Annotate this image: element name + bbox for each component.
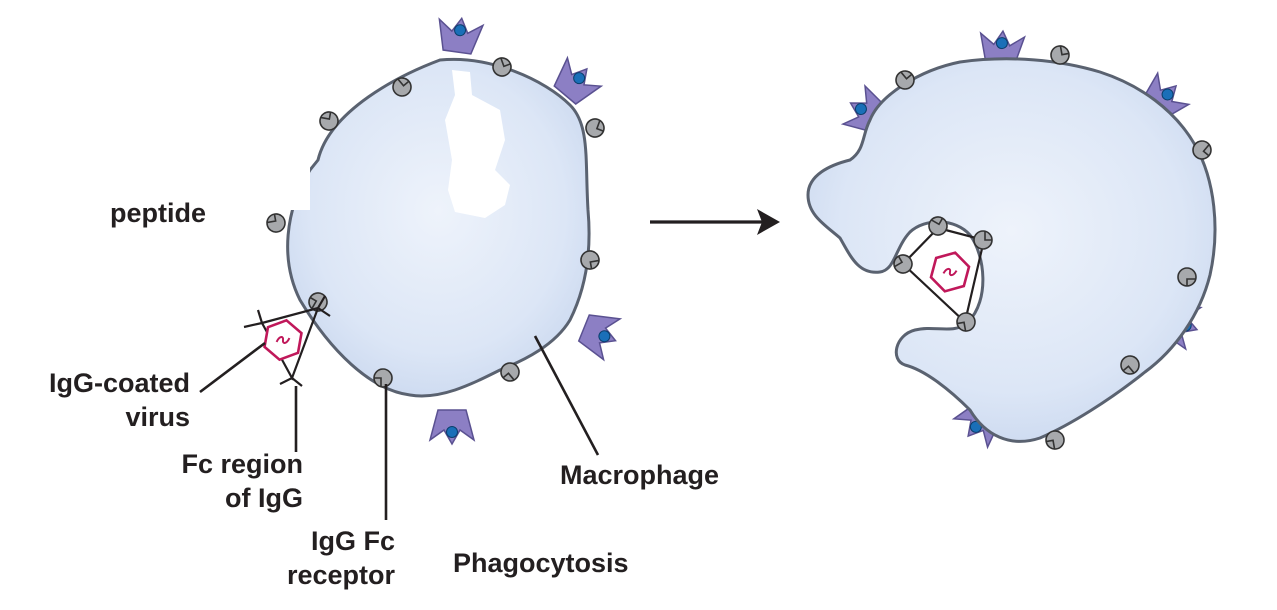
process-arrow [650, 209, 780, 235]
fc-receptor [973, 230, 993, 250]
cell-highlight [445, 70, 510, 218]
label-fc-region: Fc region of IgG [140, 447, 303, 515]
label-igg-coated-virus-line1: IgG-coated [48, 368, 190, 398]
label-fc-receptor-line1: IgG Fc [310, 526, 395, 556]
label-phagocytosis: Phagocytosis [453, 548, 629, 578]
mhc-peptide-complex [575, 306, 625, 362]
label-fc-receptor: IgG Fc receptor [245, 524, 395, 592]
label-igg-coated-virus-line2: virus [125, 402, 190, 432]
label-fc-region-line1: Fc region [181, 449, 303, 479]
fc-receptor [1177, 267, 1197, 287]
mhc-peptide-complex [434, 14, 485, 56]
engulfed-igg-virus [889, 212, 993, 334]
macrophage-right [806, 28, 1217, 452]
mhc-peptide-complex [429, 409, 475, 445]
macrophage-left [243, 14, 625, 445]
fc-receptor [264, 211, 288, 235]
virus-particle [927, 246, 973, 298]
virus-particle [261, 316, 305, 364]
label-fc-receptor-line2: receptor [286, 560, 395, 590]
leader-lines [199, 335, 600, 520]
label-fc-region-line2: of IgG [225, 483, 303, 513]
fc-receptor [373, 368, 393, 388]
label-igg-coated-virus: IgG-coated virus [20, 366, 190, 434]
macrophage-cell [286, 57, 591, 398]
label-macrophage: Macrophage [560, 460, 720, 490]
macrophage-cell-engulfing [806, 57, 1217, 443]
label-peptide: peptide [110, 198, 207, 228]
igg-coated-virus [243, 295, 331, 387]
fc-receptor [582, 115, 608, 141]
